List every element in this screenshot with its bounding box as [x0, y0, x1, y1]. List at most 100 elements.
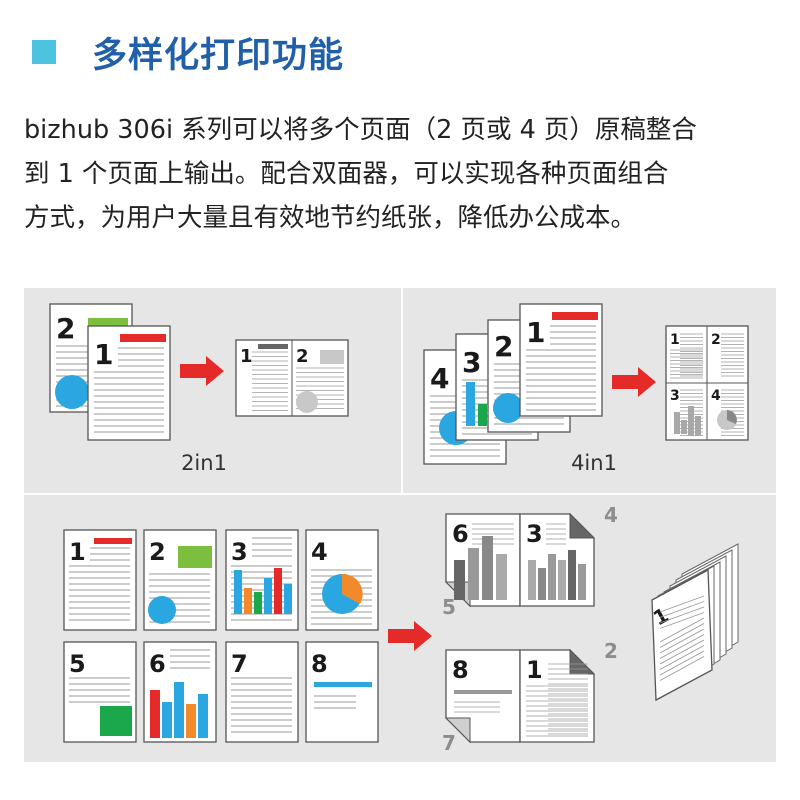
text-line: [659, 656, 705, 681]
intro-line-2: 到 1 个页面上输出。配合双面器，可以实现各种页面组合: [24, 159, 669, 189]
page-number: 3: [231, 538, 248, 566]
page-number: 2: [711, 332, 721, 348]
booklet-arrow-icon: [388, 621, 432, 651]
booklet-source-page-7: 7: [225, 641, 299, 743]
four-in-one-arrow-icon: [612, 367, 656, 397]
chart-bar: [234, 570, 242, 614]
chart-bar: [274, 568, 282, 614]
chart-bar: [150, 690, 160, 738]
text-line: [659, 617, 705, 643]
text-line: [659, 601, 705, 618]
page-number: 1: [670, 332, 680, 348]
chart-bar: [284, 584, 292, 614]
green-block: [178, 546, 212, 568]
page-number: 4: [430, 362, 449, 395]
text-line: [659, 639, 705, 665]
chart-bar: [264, 578, 272, 614]
page-number: 1: [69, 538, 86, 566]
page-number: 2: [149, 538, 166, 566]
page-number: 1: [526, 316, 545, 349]
chart-bar: [466, 382, 475, 426]
red-bar: [94, 538, 132, 544]
text-line: [659, 645, 705, 670]
chart-bar: [695, 416, 701, 436]
intro-line-3: 方式，为用户大量且有效地节约纸张，降低办公成本。: [24, 203, 637, 233]
green-block: [100, 706, 132, 736]
red-bar: [120, 334, 166, 342]
blue-circle-icon: [148, 596, 176, 624]
page-number: 1: [526, 656, 543, 684]
page-number: 4: [311, 538, 328, 566]
page-outline: [519, 303, 603, 417]
blue-circle-icon: [493, 393, 523, 423]
page-curl: [569, 648, 596, 675]
text-line: [659, 623, 705, 648]
chart-bar: [578, 564, 586, 600]
chart-bar: [688, 406, 694, 436]
chart-bar: [681, 420, 687, 434]
gray-pie-slice: [727, 410, 737, 424]
page-number: 4: [711, 388, 721, 404]
page-outline: [305, 641, 379, 743]
booklet-source-page-2: 2: [143, 529, 217, 631]
chart-bar: [496, 554, 507, 600]
booklet-source-page-5: 5: [63, 641, 137, 743]
two-in-one-label: 2in1: [181, 451, 227, 475]
page-number: 5: [69, 650, 86, 678]
four-in-one-result-sheet: 1 2 3 4: [665, 325, 749, 441]
red-bar: [552, 312, 598, 320]
text-line: [659, 628, 705, 654]
gray-circle-icon: [296, 391, 318, 413]
booklet-source-page-3: 3: [225, 529, 299, 631]
page-number: 1: [94, 338, 113, 371]
gray-block: [320, 350, 344, 364]
chart-bar: [244, 588, 252, 614]
text-line: [659, 650, 705, 676]
page-curl: [569, 512, 596, 539]
booklet-duplex-sheet-8-1: 8 1 2 7: [442, 639, 618, 755]
chart-bar: [568, 550, 576, 600]
text-line: [659, 634, 705, 659]
page-number: 8: [311, 650, 328, 678]
four-in-one-source-page-1: 1: [519, 303, 603, 417]
chart-bar: [548, 554, 556, 600]
chart-bar: [186, 704, 196, 738]
back-page-number: 7: [442, 731, 456, 755]
booklet-result: 1: [649, 543, 739, 702]
chart-bar: [198, 694, 208, 738]
page-number: 3: [670, 388, 680, 404]
page-number: 2: [494, 330, 513, 363]
booklet-source-page-6: 6: [143, 641, 217, 743]
page-number: 2: [56, 312, 75, 345]
gray-bar: [258, 344, 288, 349]
chart-bar: [454, 560, 465, 600]
blue-circle-icon: [55, 375, 89, 409]
chart-bar: [162, 702, 172, 738]
intro-line-1: bizhub 306i 系列可以将多个页面（2 页或 4 页）原稿整合: [24, 115, 697, 145]
page-outline: [225, 641, 299, 743]
two-in-one-source-page-1: 1: [87, 325, 171, 441]
booklet-source-page-1: 1: [63, 529, 137, 631]
page-number: 3: [526, 520, 543, 548]
booklet-source-page-8: 8: [305, 641, 379, 743]
pie-slice: [342, 573, 363, 604]
text-line: [659, 595, 705, 613]
page-outline: [87, 325, 171, 441]
back-page-number: 2: [604, 639, 618, 663]
booklet-source-page-4: 4: [305, 529, 379, 631]
gray-bar: [454, 690, 512, 694]
chart-bar: [482, 536, 493, 600]
two-in-one-arrow-icon: [180, 356, 224, 386]
intro-paragraph: bizhub 306i 系列可以将多个页面（2 页或 4 页）原稿整合 到 1 …: [24, 108, 784, 240]
page-number: 7: [231, 650, 248, 678]
back-page-number: 5: [442, 595, 456, 619]
page-number: 1: [240, 346, 253, 367]
text-line: [659, 606, 705, 624]
page-number: 2: [296, 346, 309, 367]
blue-bar: [314, 682, 372, 687]
page-number: 8: [452, 656, 469, 684]
chart-bar: [254, 592, 262, 614]
back-page-number: 4: [604, 503, 618, 527]
